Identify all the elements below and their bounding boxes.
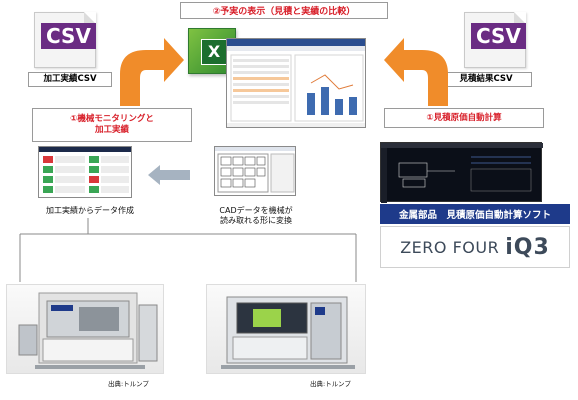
source-label-2: 出典:トルンプ	[310, 380, 351, 388]
csv-file-icon: CSV	[34, 12, 96, 68]
grey-left-arrow	[148, 165, 190, 185]
comparison-screenshot-image	[227, 39, 365, 127]
cad-screenshot	[214, 146, 296, 196]
csv-file-icon: CSV	[464, 12, 526, 68]
step-estimate-label: ①見積原価自動計算	[384, 108, 544, 128]
machine-photo-1	[6, 284, 164, 374]
brand-logo: ZERO FOUR iQ3	[380, 226, 570, 268]
machine-1-illustration	[18, 292, 158, 369]
software-banner: 金属部品 見積原価自動計算ソフト	[380, 204, 570, 224]
monitoring-caption: 加工実績からデータ作成	[46, 206, 134, 215]
csv-tag: CSV	[471, 23, 526, 49]
orange-curved-arrow-right	[384, 38, 448, 106]
machine-2-illustration	[221, 296, 355, 369]
cad-screenshot-image	[215, 147, 295, 193]
excel-x-glyph: X	[201, 39, 227, 65]
cad-caption-line1: CADデータを機械が	[219, 206, 293, 215]
left-file-label: 加工実績CSV	[28, 72, 112, 87]
cad-caption-line2: 読み取れる形に変換	[220, 216, 292, 225]
right-file-label: 見積結果CSV	[440, 72, 532, 87]
machine-photo-2	[206, 284, 366, 374]
monitoring-screenshot	[38, 146, 132, 198]
cad-caption: CADデータを機械が 読み取れる形に変換	[196, 206, 316, 226]
comparison-header: ②予実の表示（見積と実績の比較）	[180, 2, 388, 19]
comparison-header-label: ②予実の表示（見積と実績の比較）	[212, 7, 356, 17]
brand-name: ZERO FOUR	[400, 237, 500, 257]
orange-curved-arrow-left	[120, 38, 184, 106]
software-screenshot-image	[381, 143, 543, 203]
comparison-screenshot	[226, 38, 366, 128]
monitoring-screenshot-image	[39, 147, 131, 193]
source-label-1: 出典:トルンプ	[108, 380, 149, 388]
csv-tag: CSV	[41, 23, 96, 49]
step-monitoring-line1: ①機械モニタリングと	[70, 114, 154, 124]
step-monitoring-label: ①機械モニタリングと 加工実績	[32, 108, 192, 142]
software-screenshot	[380, 142, 543, 203]
step-monitoring-line2: 加工実績	[94, 125, 129, 135]
brand-version: iQ3	[505, 234, 550, 260]
